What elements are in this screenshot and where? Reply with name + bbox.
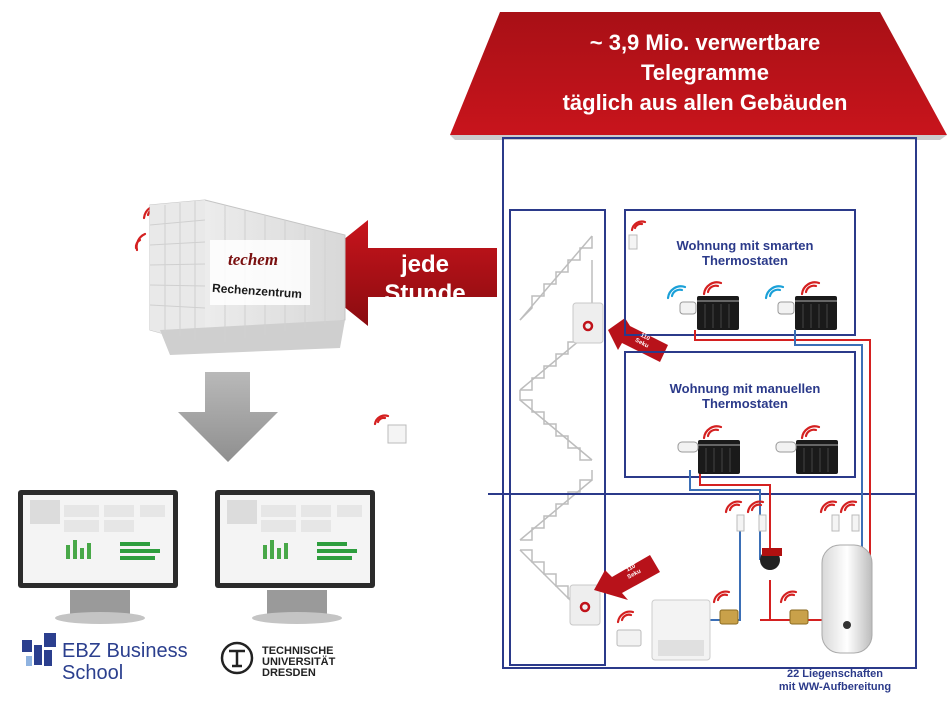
stair-sensor-bottom xyxy=(569,584,601,626)
roof-line-1: ~ 3,9 Mio. verwertbare xyxy=(589,30,821,55)
apartment-manual xyxy=(624,351,856,478)
ebz-line-1: EBZ Business xyxy=(62,640,188,662)
valves xyxy=(719,609,809,625)
apartment-manual-line-1: Wohnung mit manuellen xyxy=(669,381,821,396)
building-outline xyxy=(502,137,917,669)
small-meters xyxy=(387,234,860,532)
wireless-signals-red xyxy=(134,204,858,624)
ebz-line-2: School xyxy=(62,662,124,684)
radiator-fins xyxy=(704,304,829,472)
water-tank xyxy=(821,544,873,654)
arrow-line-2: Stunde xyxy=(384,280,466,307)
apartment-smart-label: Wohnung mit smarten Thermostaten xyxy=(650,238,840,268)
tu-line-1: TECHNISCHE xyxy=(262,645,334,657)
roof-banner xyxy=(450,12,947,135)
ebz-logo-text: EBZ Business School xyxy=(62,640,188,684)
apartment-smart-line-2: Thermostaten xyxy=(702,253,788,268)
footer-line-1: 22 Liegenschaften xyxy=(787,668,883,680)
arrow-line-1: jede xyxy=(400,251,450,278)
thermostat-heads xyxy=(677,301,797,453)
stairwell xyxy=(509,209,606,666)
boiler-unit xyxy=(651,599,711,661)
small-device xyxy=(616,629,642,647)
pump xyxy=(760,548,782,570)
apartment-smart-line-1: Wohnung mit smarten xyxy=(676,238,814,253)
tu-dresden-logo-mark xyxy=(220,641,254,675)
apartment-manual-label: Wohnung mit manuellen Thermostaten xyxy=(650,381,840,411)
dashboard-charts xyxy=(30,500,362,560)
tu-logo-text: TECHNISCHE UNIVERSITÄT DRESDEN xyxy=(262,646,335,679)
wireless-signals-blue xyxy=(666,285,785,300)
roof-line-2: Telegramme xyxy=(641,60,769,85)
datacenter-label-panel xyxy=(210,240,310,305)
techem-brand: techem xyxy=(228,250,279,269)
big-red-arrow xyxy=(302,220,497,326)
footer-line-2: mit WW-Aufbereitung xyxy=(778,681,892,693)
tu-line-3: DRESDEN xyxy=(262,667,316,679)
stairs-drawing xyxy=(519,235,593,623)
roof-title: ~ 3,9 Mio. verwertbare Telegramme täglic… xyxy=(470,28,940,118)
apartment-smart xyxy=(624,209,856,336)
stair-sensor-top xyxy=(572,302,604,344)
ebz-logo-mark xyxy=(22,633,56,666)
tu-line-2: UNIVERSITÄT xyxy=(262,656,336,668)
roof-line-3: täglich aus allen Gebäuden xyxy=(562,90,848,115)
arrow-label: jede Stunde xyxy=(360,250,490,308)
grey-arrow-down xyxy=(178,372,278,462)
apartment-manual-line-2: Thermostaten xyxy=(702,396,788,411)
footer-note: 22 Liegenschaften mit WW-Aufbereitung xyxy=(735,668,935,694)
stair-arrow-bottom xyxy=(594,555,660,600)
